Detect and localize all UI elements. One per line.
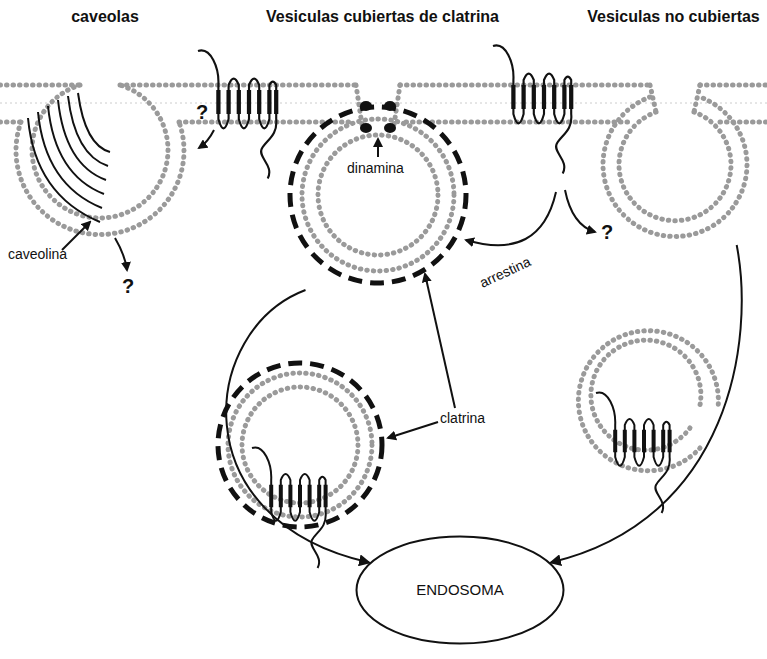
caveolin	[28, 93, 110, 222]
question-mark: ?	[601, 220, 613, 244]
receptor	[493, 45, 571, 173]
node-label: ENDOSOMA	[416, 581, 504, 598]
dynamin	[360, 101, 396, 133]
heading: Vesiculas no cubiertas	[583, 8, 764, 26]
heading: caveolas	[10, 8, 200, 26]
part-label: caveolina	[8, 246, 67, 263]
endosome-ellipse: ENDOSOMA	[355, 535, 565, 645]
part-label: dinamina	[347, 160, 404, 177]
coated-pit-region: Vesiculas cubiertas de clatrina	[245, 8, 520, 290]
flow-arrow	[226, 290, 369, 563]
question-mark: ?	[122, 274, 134, 298]
receptor	[252, 447, 326, 568]
uncoated-vesicle	[578, 331, 718, 471]
receptor	[198, 50, 276, 178]
uncoated-pit	[603, 85, 747, 237]
part-label: clatrina	[440, 410, 485, 427]
receptor	[596, 392, 670, 513]
leader-line	[62, 130, 595, 438]
heading: Vesiculas cubiertas de clatrina	[245, 8, 520, 26]
caveola-region: caveolas	[10, 8, 200, 243]
membrane	[0, 85, 767, 122]
flow-arrow	[551, 245, 742, 563]
question-mark: ?	[196, 100, 208, 124]
coated-pit	[302, 85, 454, 271]
uncoated-pit-region: Vesiculas no cubiertas	[583, 8, 764, 245]
clathrin-coat	[290, 107, 466, 283]
caveola	[16, 85, 184, 235]
part-label: arrestina	[477, 253, 533, 291]
